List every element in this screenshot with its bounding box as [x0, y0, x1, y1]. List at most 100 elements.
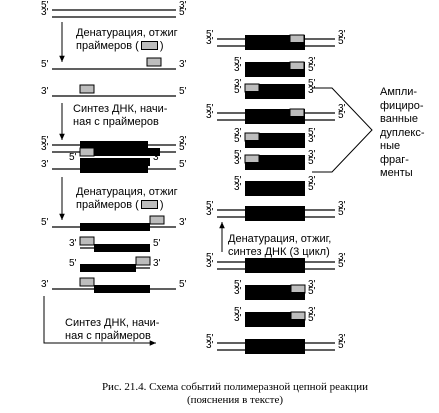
cycle3-label: Денатурация, отжиг, синтез ДНК (3 цикл): [228, 233, 331, 259]
step4-line2: ная с праймеров: [65, 330, 151, 342]
strand-25-right-end: 3': [308, 175, 316, 186]
amplified-line-4: дуплекс-: [380, 126, 425, 139]
strand-11-left-end: 5': [69, 258, 77, 269]
step2-label: Синтез ДНК, начи- ная с праймеров: [73, 103, 167, 129]
strand-22-right-end: 3': [308, 134, 316, 145]
strand-14-right-end: 5': [338, 36, 346, 47]
amplified-line-6: фраг-: [380, 153, 409, 166]
strand-24-right-end: 5': [308, 156, 316, 167]
strand-36-right-end: 5': [338, 340, 346, 351]
strand-6-right-end: 5': [179, 142, 187, 153]
strand-33-left-end: 5': [234, 306, 242, 317]
strand-13-right-end: 3': [338, 29, 346, 40]
amplified-line-5: ные: [380, 140, 401, 152]
strand-36-left-end: 3': [206, 340, 214, 351]
strand-23-primer-0: [244, 154, 260, 164]
strand-15-primer-0: [289, 61, 305, 71]
amplified-line-1: Ампли-: [380, 86, 418, 98]
strand-11-primer-0: [135, 256, 151, 266]
strand-32-right-end: 5': [308, 286, 316, 297]
amplified-line-2: фициро-: [380, 99, 424, 112]
strand-26-right-end: 5': [308, 182, 316, 193]
strand-8-right-end: 5': [179, 159, 187, 170]
strand-34-right-end: 5': [308, 313, 316, 324]
strand-13-left-end: 5': [206, 29, 214, 40]
amplified-line-7: менты: [380, 167, 413, 179]
strand-16-left-end: 3': [234, 63, 242, 74]
strand-12-primer-0: [79, 277, 95, 287]
strand-33-primer-0: [290, 311, 306, 321]
strand-25-left-end: 5': [234, 175, 242, 186]
step1-line2: праймеров (): [76, 40, 164, 52]
step2-line1: Синтез ДНК, начи-: [73, 103, 168, 115]
strand-19-left-end: 5': [206, 103, 214, 114]
strand-27-right-end: 3': [338, 200, 346, 211]
strand-2-right-end: 5': [179, 7, 187, 18]
strand-20-right-end: 5': [338, 110, 346, 121]
strand-23-left-end: 5': [234, 149, 242, 160]
cycle3-line1: Денатурация, отжиг,: [228, 233, 332, 245]
step4-label: Синтез ДНК, начи- ная с праймеров: [65, 317, 159, 343]
strand-1-right-end: 3': [179, 0, 187, 11]
strand-13-primer-0: [289, 34, 305, 44]
strand-15-right-end: 3': [308, 56, 316, 67]
strand-35-left-end: 5': [206, 333, 214, 344]
strand-35-right-end: 3': [338, 333, 346, 344]
strand-19-primer-0: [289, 108, 305, 118]
strand-29-left-end: 5': [206, 252, 214, 263]
strand-9-left-end: 5': [41, 217, 49, 228]
arrow-4: [43, 296, 156, 346]
strand-20-left-end: 3': [206, 110, 214, 121]
strand-6-left-end: 3': [41, 142, 49, 153]
step4-line1: Синтез ДНК, начи-: [65, 317, 160, 329]
strand-9-primer-0: [149, 215, 165, 225]
amplified-note: Ампли- фициро- ванные дуплекс- ные фраг-…: [380, 86, 425, 181]
amplified-bracket: [312, 87, 373, 173]
strand-12-left-end: 3': [41, 279, 49, 290]
step1-label: Денатурация, отжиг праймеров (): [76, 27, 178, 53]
strand-31-left-end: 5': [234, 279, 242, 290]
strand-31-right-end: 3': [308, 279, 316, 290]
strand-34-left-end: 3': [234, 313, 242, 324]
strand-4-left-end: 3': [41, 86, 49, 97]
strand-26-left-end: 3': [234, 182, 242, 193]
strand-8-left-end: 3': [41, 159, 49, 170]
strand-9-right-end: 3': [179, 217, 187, 228]
strand-12-right-end: 5': [179, 279, 187, 290]
strand-19-right-end: 3': [338, 103, 346, 114]
step3-line1: Денатурация, отжиг: [76, 186, 178, 198]
strand-18-left-end: 5': [234, 85, 242, 96]
strand-14-left-end: 3': [206, 36, 214, 47]
strand-3-primer-0: [146, 57, 162, 67]
strand-7-left-end: 5': [69, 152, 77, 163]
strand-33-right-end: 3': [308, 306, 316, 317]
strand-28-right-end: 5': [338, 207, 346, 218]
amplified-line-3: ванные: [380, 113, 419, 125]
strand-24-left-end: 3': [234, 156, 242, 167]
strand-2-left-end: 3': [41, 7, 49, 18]
strand-10-left-end: 3': [69, 238, 77, 249]
strand-32-left-end: 3': [234, 286, 242, 297]
figure-caption: Рис. 21.4. Схема событий полимеразной це…: [90, 381, 380, 407]
strand-4-right-end: 5': [179, 86, 187, 97]
strand-28-left-end: 3': [206, 207, 214, 218]
caption-line2: (пояснения в тексте): [186, 394, 284, 406]
strand-23-right-end: 3': [308, 149, 316, 160]
strand-7-right-end: 3': [153, 152, 161, 163]
strand-31-primer-0: [290, 284, 306, 294]
primer-key-icon-2: [140, 200, 158, 209]
strand-3-right-end: 3': [179, 59, 187, 70]
primer-key-icon: [140, 41, 158, 50]
step3-line2: праймеров (): [76, 199, 164, 211]
strand-3-left-end: 5': [41, 59, 49, 70]
strand-27-left-end: 5': [206, 200, 214, 211]
strand-17-left-end: 3': [234, 78, 242, 89]
strand-10-right-end: 5': [153, 238, 161, 249]
cycle3-line2: синтез ДНК (3 цикл): [228, 246, 330, 258]
strand-11-right-end: 3': [153, 258, 161, 269]
strand-17-primer-0: [244, 83, 260, 93]
strand-21-right-end: 5': [308, 127, 316, 138]
strand-22-left-end: 5': [234, 134, 242, 145]
strand-6-primer-0: [79, 147, 95, 157]
